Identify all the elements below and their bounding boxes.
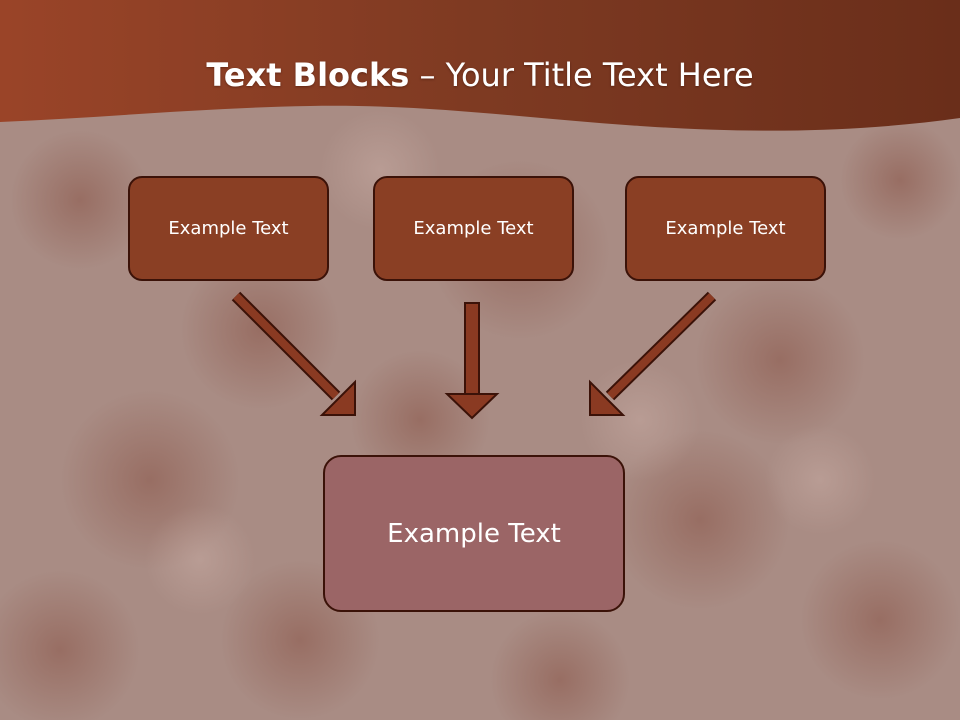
arrow-down-icon bbox=[444, 302, 500, 420]
text-block-bottom[interactable]: Example Text bbox=[323, 455, 625, 612]
title-bold: Text Blocks bbox=[206, 56, 410, 94]
text-block-bottom-label: Example Text bbox=[387, 518, 561, 549]
text-block-top-right[interactable]: Example Text bbox=[625, 176, 826, 281]
text-block-top-left-label: Example Text bbox=[168, 218, 289, 239]
arrow-down-left-icon bbox=[589, 291, 717, 416]
text-block-top-center-label: Example Text bbox=[413, 218, 534, 239]
arrow-down-right-icon bbox=[231, 291, 356, 416]
text-block-top-center[interactable]: Example Text bbox=[373, 176, 574, 281]
title-separator: – bbox=[409, 56, 446, 94]
text-block-top-left[interactable]: Example Text bbox=[128, 176, 329, 281]
title-rest: Your Title Text Here bbox=[445, 56, 754, 94]
text-block-top-right-label: Example Text bbox=[665, 218, 786, 239]
slide-title: Text Blocks – Your Title Text Here bbox=[0, 52, 960, 98]
